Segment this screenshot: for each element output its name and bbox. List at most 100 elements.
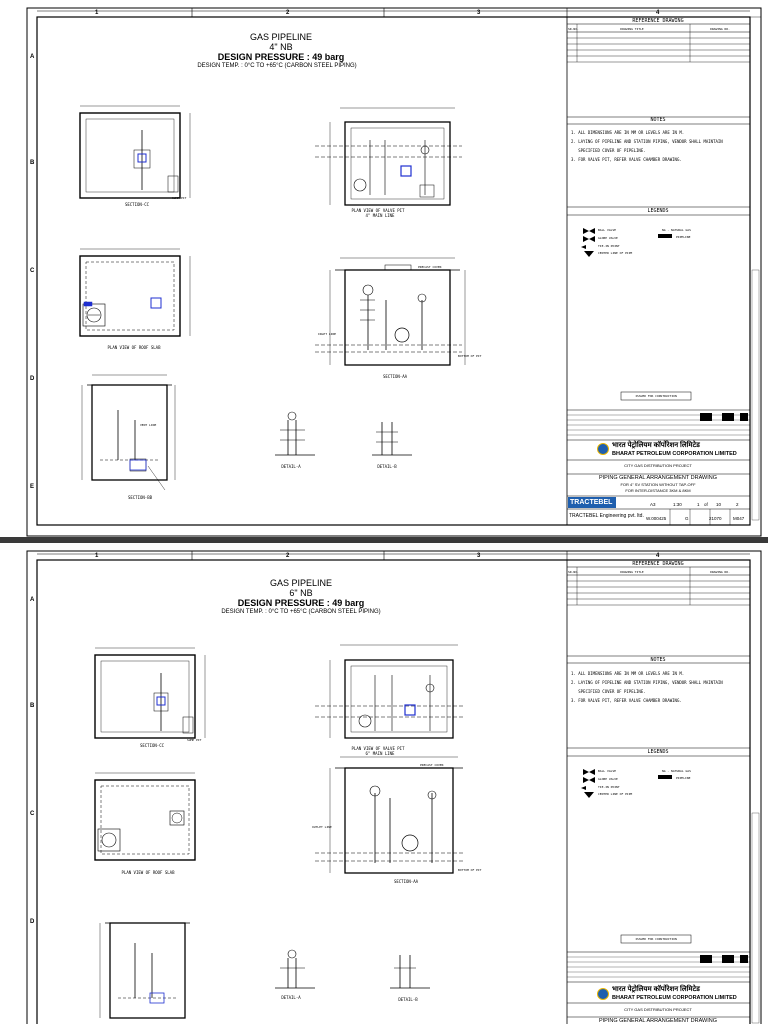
legend-globe-valve: GLOBE VALVE <box>598 236 618 240</box>
issued-for-construction: ISSUED FOR CONSTRUCTION <box>635 394 677 398</box>
design-temp: DESIGN TEMP. : 0°C TO +65°C (CARBON STEE… <box>221 609 381 615</box>
legends-header: LEGENDS <box>647 208 669 214</box>
sheet-total: 10 <box>716 502 722 507</box>
label-precast-cover: PRECAST COVER <box>418 265 442 269</box>
note-1: 1. ALL DIMENSIONS ARE IN MM OR LEVELS AR… <box>571 671 685 676</box>
drawing-sheet-1: 1 2 3 4 A B C D E GAS PIPELINE 4" NB DES… <box>26 7 762 537</box>
project-name: CITY GAS DISTRIBUTION PROJECT <box>624 1007 692 1012</box>
label-main-line: 4" MAIN LINE <box>365 213 395 218</box>
grid-col-1: 1 <box>95 10 99 16</box>
label-section-cc: SECTION-CC <box>124 202 150 207</box>
sheet-number: 1 <box>697 502 700 507</box>
label-precast-cover: PRECAST COVER <box>420 763 444 767</box>
legend-ball-valve: BALL VALVE <box>598 769 617 773</box>
label-plan-valve-pit: PLAN VIEW OF VALVE PIT <box>351 208 405 213</box>
drawing-sub-1: FOR 4" SV STATION WITHOUT TAP-OFF <box>620 482 696 487</box>
ref-col-no: SR.NO. <box>568 570 579 574</box>
doc-num: 21070 <box>709 516 722 521</box>
note-1: 1. ALL DIMENSIONS ARE IN MM OR LEVELS AR… <box>571 130 685 135</box>
legend-center-line: CENTER LINE OF PIPE <box>598 251 633 255</box>
pipeline-title: GAS PIPELINE <box>269 578 333 588</box>
grid-col-1: 1 <box>95 553 99 559</box>
drawing-sheet-2: 1 2 3 4 A B C D GAS PIPELINE 6" NB DESIG… <box>0 543 768 1024</box>
client-hindi: भारत पेट्रोलियम कॉर्पोरेशन लिमिटेड <box>612 986 700 993</box>
note-3: 3. FOR VALVE PIT, REFER VALVE CHAMBER DR… <box>571 157 682 162</box>
ref-col-title: DRAWING TITLE <box>620 27 644 31</box>
ref-drawing-header: REFERENCE DRAWING <box>632 561 684 567</box>
grid-row-c: C <box>30 268 35 274</box>
legend-tie-in: TIE-IN POINT <box>598 244 620 248</box>
project-name: CITY GAS DISTRIBUTION PROJECT <box>624 463 692 468</box>
design-pressure: DESIGN PRESSURE : 49 barg <box>237 598 365 608</box>
grid-col-2: 2 <box>286 10 290 16</box>
sheet-of: of <box>704 502 708 507</box>
legend-globe-valve: GLOBE VALVE <box>598 777 618 781</box>
label-detail-b: DETAIL-B <box>377 464 397 469</box>
label-section-bb: SECTION-BB <box>127 495 153 500</box>
client-name: BHARAT PETROLEUM CORPORATION LIMITED <box>612 451 737 457</box>
grid-row-d: D <box>30 376 35 382</box>
grid-col-2: 2 <box>286 553 290 559</box>
legend-center-line: CENTER LINE OF PIPE <box>598 792 633 796</box>
sheet-rev: 2 <box>736 502 739 507</box>
label-bottom-pit: BOTTOM OF PIT <box>458 868 482 872</box>
grid-row-a: A <box>30 54 35 60</box>
label-bottom-pit: BOTTOM OF PIT <box>458 354 482 358</box>
sheet-1-linework <box>26 7 762 537</box>
legend-pipeline: PIPELINE <box>676 776 691 780</box>
label-detail-a: DETAIL-A <box>281 995 301 1000</box>
label-detail-a: DETAIL-A <box>281 464 301 469</box>
grid-row-a: A <box>30 597 35 603</box>
pipeline-size: 4" NB <box>269 42 293 52</box>
drawing-title: PIPING GENERAL ARRANGEMENT DRAWING <box>598 1018 718 1024</box>
pipeline-size: 6" NB <box>289 588 313 598</box>
legend-pipeline: PIPELINE <box>676 235 691 239</box>
doc-code: G <box>685 516 689 521</box>
label-vent-line: VENT LINE <box>140 423 157 427</box>
grid-col-3: 3 <box>477 10 481 16</box>
sheet-2-linework <box>26 550 762 1024</box>
label-main-line: 6" MAIN LINE <box>365 751 395 756</box>
sheet-separator <box>0 537 768 543</box>
label-inlet-line: INLET LINE <box>318 332 337 336</box>
note-2: 2. LAYING OF PIPELINE AND STATION PIPING… <box>571 139 723 144</box>
label-section-aa: SECTION-AA <box>393 879 419 884</box>
sheet-scale: 1:30 <box>673 502 682 507</box>
grid-row-e: E <box>30 484 35 490</box>
pipeline-title: GAS PIPELINE <box>249 32 313 42</box>
grid-col-4: 4 <box>656 553 660 559</box>
issued-for-construction: ISSUED FOR CONSTRUCTION <box>635 937 677 941</box>
ref-col-title: DRAWING TITLE <box>620 570 644 574</box>
legend-ball-valve: BALL VALVE <box>598 228 617 232</box>
client-name: BHARAT PETROLEUM CORPORATION LIMITED <box>612 995 737 1001</box>
label-detail-b: DETAIL-B <box>398 997 418 1002</box>
legend-tie-in: TIE-IN POINT <box>598 785 620 789</box>
drawing-title: PIPING GENERAL ARRANGEMENT DRAWING <box>598 475 718 481</box>
grid-row-b: B <box>30 160 35 166</box>
tractebel-logo: TRACTEBEL <box>570 499 613 506</box>
notes-header: NOTES <box>650 117 666 123</box>
label-sump-pit: SUMP PIT <box>172 196 187 200</box>
consultant-full: TRACTEBEL Engineering pvt. ltd. <box>569 513 644 519</box>
note-3: 3. FOR VALVE PIT, REFER VALVE CHAMBER DR… <box>571 698 682 703</box>
label-plan-valve-pit: PLAN VIEW OF VALVE PIT <box>351 746 405 751</box>
label-plan-roof: PLAN VIEW OF ROOF SLAB <box>121 870 175 875</box>
grid-row-d: D <box>30 919 35 925</box>
grid-col-4: 4 <box>656 10 660 16</box>
note-2: 2. LAYING OF PIPELINE AND STATION PIPING… <box>571 680 723 685</box>
ref-col-dwg: DRAWING NO. <box>710 570 730 574</box>
grid-row-c: C <box>30 811 35 817</box>
ref-drawing-header: REFERENCE DRAWING <box>632 18 684 24</box>
bpcl-logo-icon <box>597 988 609 1000</box>
label-sump-pit: SUMP PIT <box>187 738 202 742</box>
doc-id: M047 <box>733 516 745 521</box>
client-hindi: भारत पेट्रोलियम कॉर्पोरेशन लिमिटेड <box>612 442 700 449</box>
note-2b: SPECIFIED COVER OF PIPELINE. <box>571 148 646 153</box>
legend-ng: NG - NATURAL GAS <box>662 228 691 232</box>
label-outlet-line: OUTLET LINE <box>312 825 332 829</box>
label-section-cc: SECTION-CC <box>139 743 165 748</box>
notes-header: NOTES <box>650 657 666 663</box>
sheet-size: A3 <box>650 502 656 507</box>
label-section-aa: SECTION-AA <box>382 374 408 379</box>
design-pressure: DESIGN PRESSURE : 49 barg <box>217 52 345 62</box>
